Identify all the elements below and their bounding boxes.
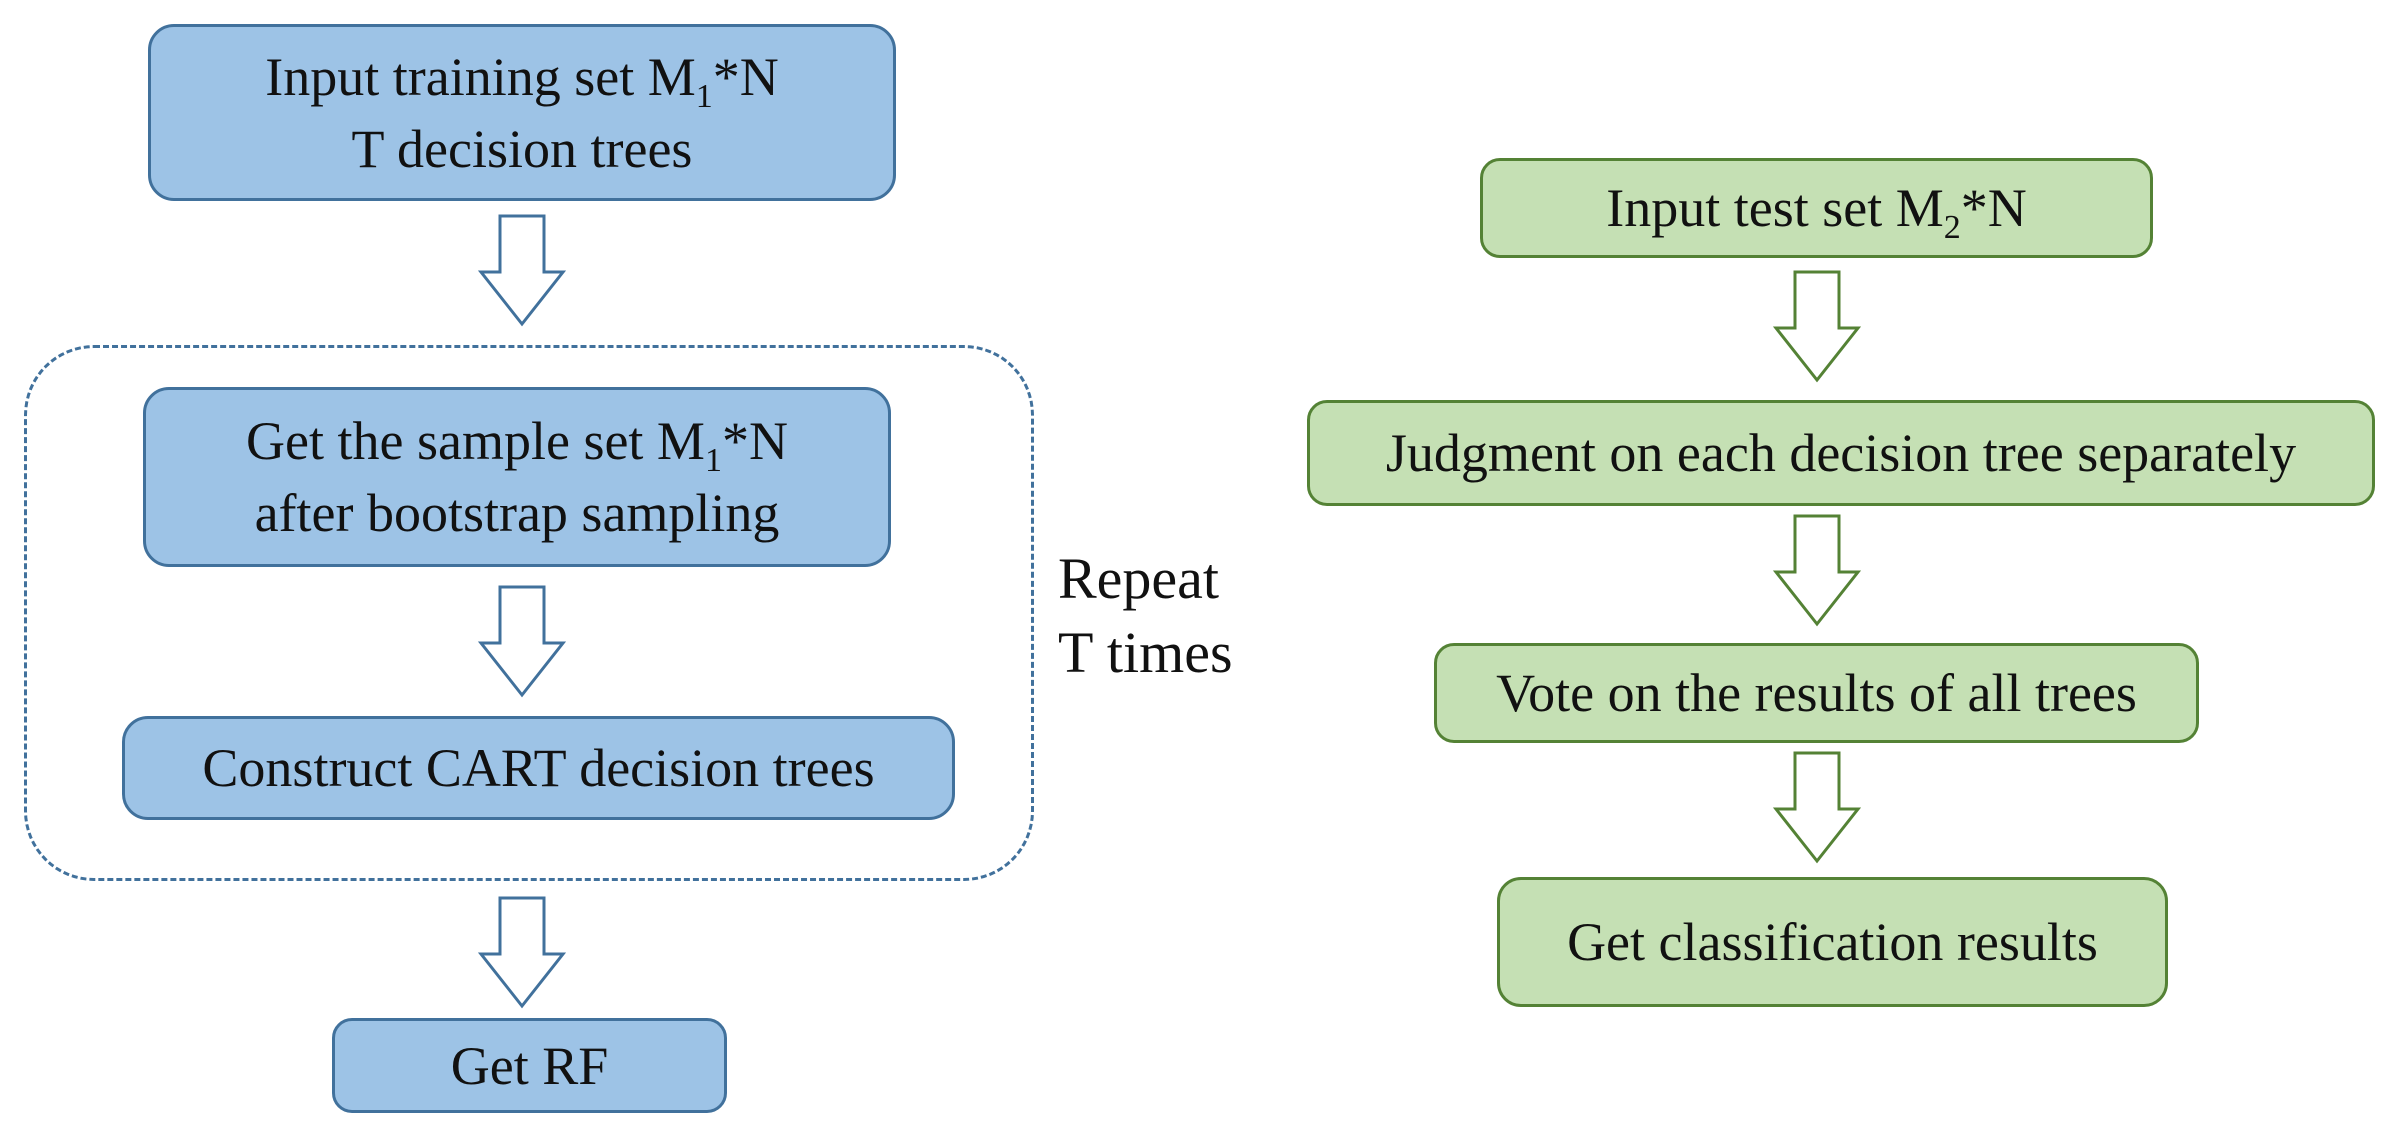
- construct-cart-trees-box: Construct CART decision trees: [122, 716, 955, 820]
- repeat-loop-boundary: [24, 345, 1034, 881]
- bootstrap-sample-set-line1: Get the sample set M1*N: [246, 411, 788, 479]
- classification-results-box: Get classification results: [1497, 877, 2168, 1007]
- input-training-set-box: Input training set M1*N T decision trees: [148, 24, 896, 201]
- down-arrow-icon: [1772, 751, 1862, 864]
- repeat-t-times-label: Repeat T times: [1058, 546, 1233, 685]
- input-training-set-line2: T decision trees: [351, 118, 693, 179]
- judgment-each-tree-box: Judgment on each decision tree separatel…: [1307, 400, 2375, 506]
- down-arrow-icon: [477, 896, 567, 1009]
- down-arrow-icon: [477, 585, 567, 698]
- down-arrow-icon: [477, 214, 567, 327]
- input-test-set-box: Input test set M2*N: [1480, 158, 2153, 258]
- get-rf-box: Get RF: [332, 1018, 727, 1113]
- bootstrap-sample-set-line2: after bootstrap sampling: [254, 483, 780, 543]
- down-arrow-icon: [1772, 270, 1862, 383]
- bootstrap-sample-set-box: Get the sample set M1*N after bootstrap …: [143, 387, 891, 567]
- down-arrow-icon: [1772, 514, 1862, 627]
- input-training-set-line1: Input training set M1*N: [265, 46, 779, 115]
- vote-results-box: Vote on the results of all trees: [1434, 643, 2199, 743]
